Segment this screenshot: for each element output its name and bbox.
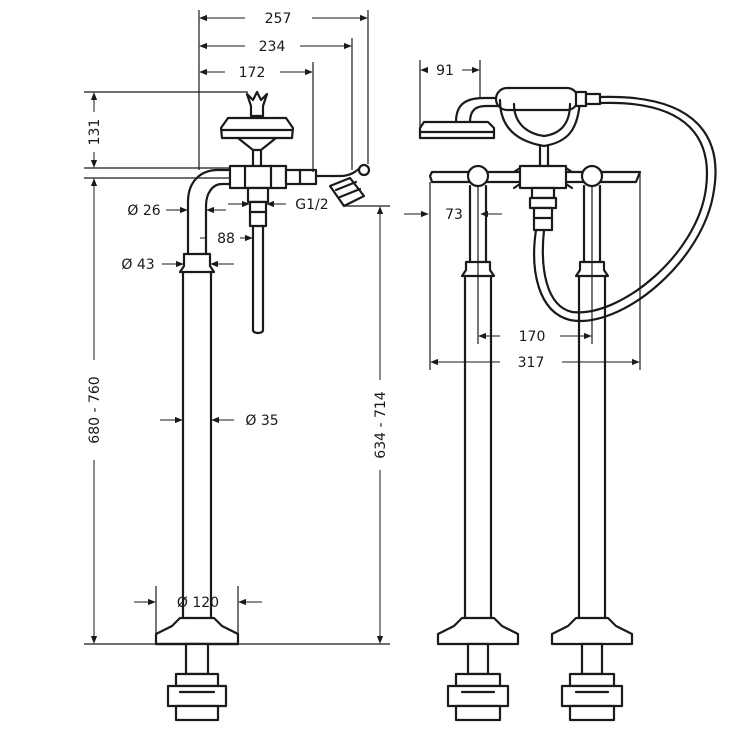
dim-317: 317 bbox=[518, 355, 545, 371]
dim-131: 131 bbox=[87, 119, 103, 146]
dim-680-760: 680 - 760 bbox=[87, 376, 103, 443]
handshower-front bbox=[418, 86, 602, 168]
valve-assembly-front bbox=[428, 164, 642, 232]
dim-dia-26: Ø 26 bbox=[127, 203, 160, 219]
side-view bbox=[154, 90, 371, 722]
valve-body-side bbox=[228, 163, 371, 335]
dim-234: 234 bbox=[259, 39, 286, 55]
dimension-lines bbox=[84, 10, 641, 645]
handshower-head-side bbox=[219, 90, 295, 168]
dim-dia-35: Ø 35 bbox=[245, 413, 278, 429]
dim-91: 91 bbox=[436, 63, 454, 79]
floor-base-side bbox=[154, 616, 240, 722]
riser-left-front bbox=[436, 184, 520, 722]
dim-257: 257 bbox=[265, 11, 292, 27]
dim-172: 172 bbox=[239, 65, 266, 81]
dim-170: 170 bbox=[519, 329, 546, 345]
dim-g1-2: G1/2 bbox=[295, 197, 328, 213]
dim-dia-43: Ø 43 bbox=[121, 257, 154, 273]
dimension-labels: 257 234 172 91 131 680 - 760 634 - 714 Ø… bbox=[87, 11, 545, 611]
dim-dia-120: Ø 120 bbox=[177, 595, 219, 611]
dim-88: 88 bbox=[217, 231, 235, 247]
dim-634-714: 634 - 714 bbox=[373, 391, 389, 458]
front-view bbox=[418, 86, 717, 722]
dim-73: 73 bbox=[445, 207, 463, 223]
shower-hose bbox=[533, 95, 717, 323]
